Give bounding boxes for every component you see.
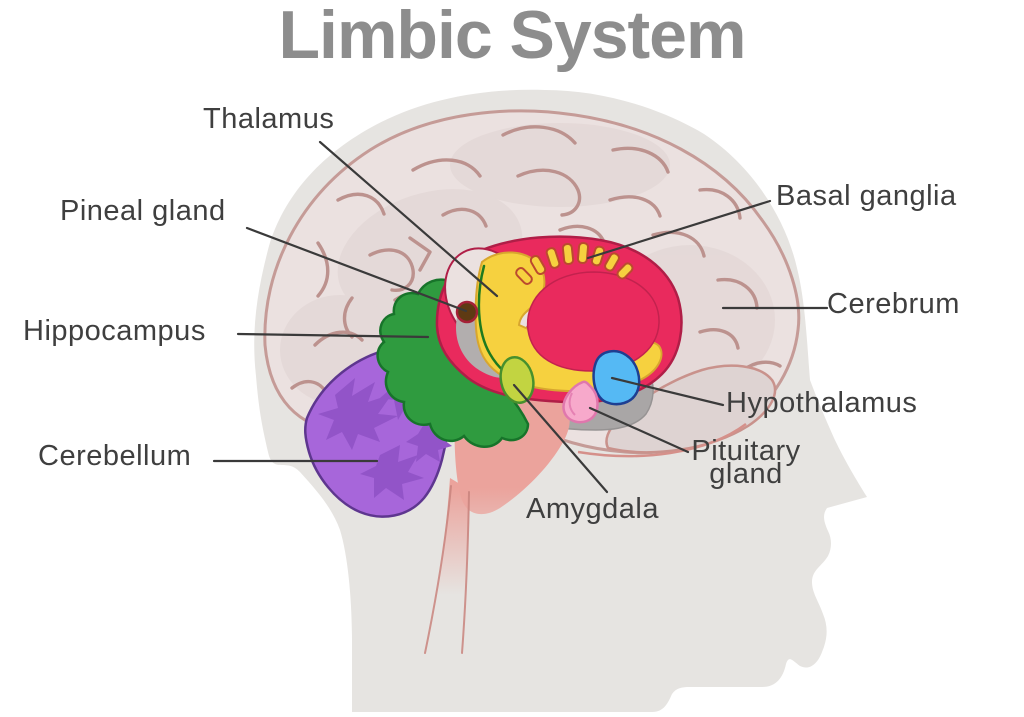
pineal-shape — [455, 300, 479, 324]
page-title: Limbic System — [278, 0, 747, 73]
leader-lines — [212, 140, 829, 494]
label-hypothalamus: Hypothalamus — [726, 387, 918, 419]
label-thalamus: Thalamus — [203, 103, 335, 135]
label-basal-ganglia: Basal ganglia — [776, 180, 957, 212]
spinal-cord-edges — [424, 485, 470, 654]
cerebrum-sulci — [290, 125, 782, 430]
label-pineal-gland: Pineal gland — [60, 195, 226, 227]
hypothalamus-shape — [592, 349, 641, 406]
label-pituitary-line1: Pituitary — [691, 435, 801, 467]
label-cerebrum: Cerebrum — [827, 288, 960, 320]
label-pituitary-gland: Pituitary gland — [686, 435, 806, 490]
spinal-cord-shape — [424, 478, 470, 656]
basal-ganglia-leader-line — [586, 199, 772, 260]
pituitary-inner-line — [568, 392, 576, 416]
label-cerebellum: Cerebellum — [38, 440, 192, 472]
basal-ganglia-dashes — [515, 241, 634, 285]
pineal-leader-line — [245, 226, 468, 313]
pons-salmon-arc — [577, 422, 747, 458]
label-pituitary-line2: gland — [709, 458, 783, 490]
hypothalamus-leader-line — [610, 376, 725, 407]
thalamus-leader-line — [318, 140, 499, 298]
pituitary-leader-line — [588, 406, 690, 454]
hippocampus-leader-line — [236, 332, 430, 339]
label-amygdala: Amygdala — [526, 493, 659, 525]
label-hippocampus: Hippocampus — [23, 315, 206, 347]
amygdala-leader-line — [512, 383, 609, 494]
amygdala-shape — [499, 356, 535, 404]
inner-red-mass — [526, 271, 660, 372]
